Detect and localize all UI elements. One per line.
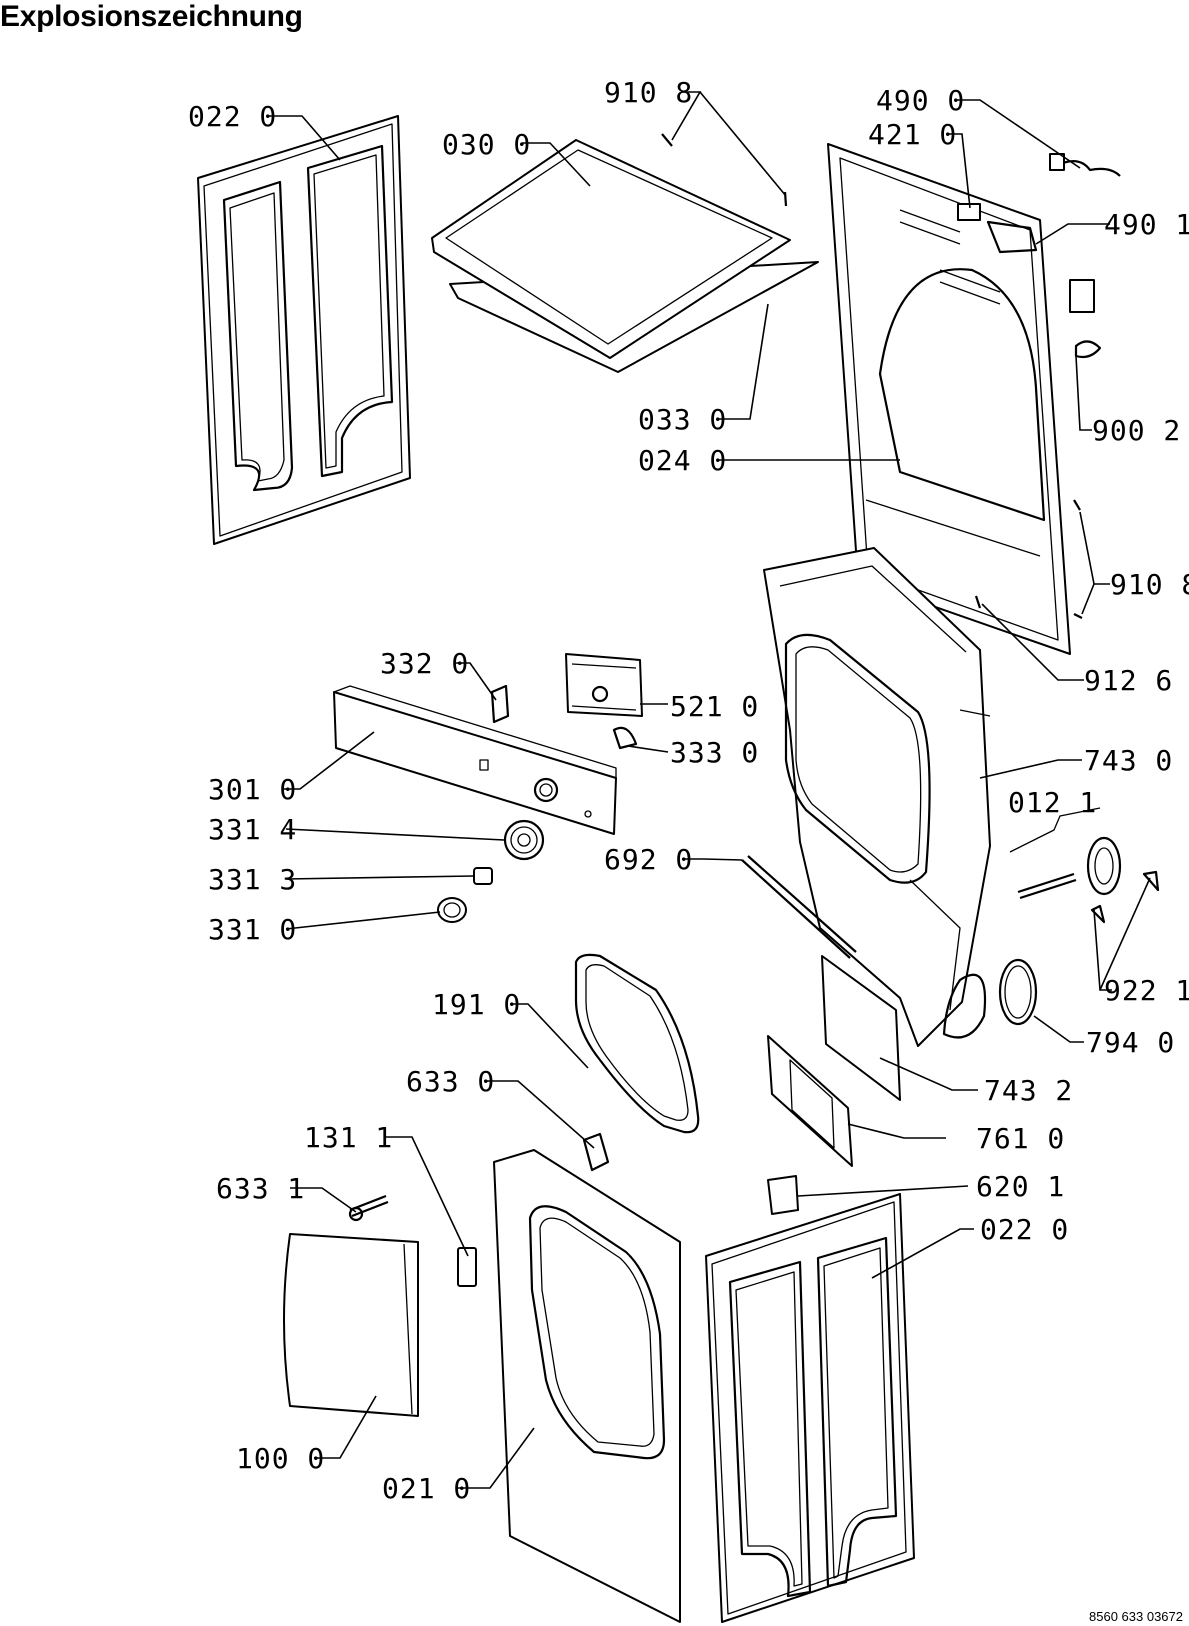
pulley-part xyxy=(1009,807,1160,924)
label-024-0: 024 0 xyxy=(638,444,727,477)
label-910-8-top: 910 8 xyxy=(604,76,693,109)
document-number: 8560 633 03672 xyxy=(1089,1609,1183,1624)
side-panel-right-part xyxy=(705,1193,915,1623)
label-022-0-top: 022 0 xyxy=(188,100,277,133)
top-lid-part xyxy=(431,139,819,373)
label-692-0: 692 0 xyxy=(604,843,693,876)
heater-strip-part xyxy=(741,855,857,959)
door-gasket-part xyxy=(574,953,700,1134)
label-633-1: 633 1 xyxy=(216,1172,305,1205)
label-331-4: 331 4 xyxy=(208,813,297,846)
filter-part xyxy=(767,1035,853,1167)
kickplate-part xyxy=(283,1233,419,1417)
screw-right-part xyxy=(974,499,1083,619)
label-912-6: 912 6 xyxy=(1084,664,1173,697)
filter-cover-part xyxy=(821,955,901,1101)
knob-parts xyxy=(437,819,545,923)
label-421-0: 421 0 xyxy=(868,118,957,151)
front-panel-part xyxy=(493,1149,681,1623)
label-012-1: 012 1 xyxy=(1008,786,1097,819)
side-panel-left-part xyxy=(197,115,411,545)
label-030-0: 030 0 xyxy=(442,128,531,161)
label-021-0: 021 0 xyxy=(382,1472,471,1505)
hinge-part xyxy=(348,1194,389,1222)
label-100-0: 100 0 xyxy=(236,1442,325,1475)
label-743-2: 743 2 xyxy=(984,1074,1073,1107)
label-331-3: 331 3 xyxy=(208,863,297,896)
label-033-0: 033 0 xyxy=(638,403,727,436)
label-301-0: 301 0 xyxy=(208,773,297,806)
drum-housing-part xyxy=(763,547,991,1047)
label-521-0: 521 0 xyxy=(670,690,759,723)
label-620-1: 620 1 xyxy=(976,1170,1065,1203)
label-333-0: 333 0 xyxy=(670,736,759,769)
part-labels: 022 0 030 0 910 8 490 0 421 0 490 1 900 … xyxy=(188,76,1189,1505)
small-parts-part xyxy=(490,684,638,750)
electronics-module-part xyxy=(565,653,643,717)
door-switch-part xyxy=(767,1175,799,1215)
door-lock-part xyxy=(582,1132,610,1172)
label-761-0: 761 0 xyxy=(976,1122,1065,1155)
label-743-0: 743 0 xyxy=(1084,744,1173,777)
label-490-1: 490 1 xyxy=(1104,208,1189,241)
label-022-0-bottom: 022 0 xyxy=(980,1213,1069,1246)
page-title: Explosionszeichnung xyxy=(0,0,303,33)
drive-belt-part xyxy=(998,958,1038,1026)
label-490-0: 490 0 xyxy=(876,84,965,117)
label-900-2: 900 2 xyxy=(1092,414,1181,447)
label-131-1: 131 1 xyxy=(304,1121,393,1154)
label-794-0: 794 0 xyxy=(1086,1026,1175,1059)
control-panel-part xyxy=(333,685,617,835)
label-331-0: 331 0 xyxy=(208,913,297,946)
label-633-0: 633 0 xyxy=(406,1065,495,1098)
leader-lines xyxy=(268,91,1151,1489)
label-332-0: 332 0 xyxy=(380,647,469,680)
catch-part xyxy=(457,1247,477,1287)
label-910-8-right: 910 8 xyxy=(1110,568,1189,601)
label-191-0: 191 0 xyxy=(432,988,521,1021)
label-922-1: 922 1 xyxy=(1104,974,1189,1007)
